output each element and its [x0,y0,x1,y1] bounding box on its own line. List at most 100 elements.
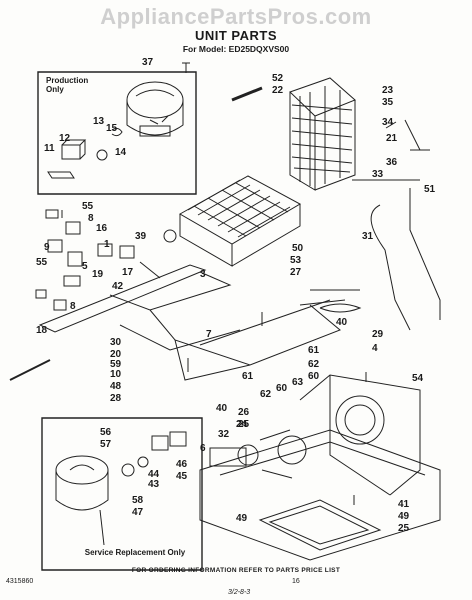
callout-23: 23 [382,85,394,96]
fan-shroud [300,375,420,495]
callout-29: 29 [372,329,384,340]
callout-49b: 49 [398,511,410,522]
callout-60: 60 [308,371,320,382]
callout-10: 10 [110,369,122,380]
condenser-tube [232,88,262,100]
callout-25b: 25 [398,523,410,534]
page-number: 16 [292,578,300,585]
callout-53: 53 [290,255,302,266]
callout-41: 41 [398,499,410,510]
callout-3: 3 [200,269,206,280]
callout-34: 34 [382,117,394,128]
callout-19: 19 [92,269,104,280]
callout-28: 28 [110,393,122,404]
callout-51: 51 [424,184,436,195]
callout-60b: 60 [276,383,288,394]
callout-15: 15 [106,123,118,134]
callout-16: 16 [96,223,108,234]
callout-42: 42 [112,281,124,292]
compressor-service [56,456,108,545]
callout-8: 8 [70,301,76,312]
callout-6: 6 [200,443,206,454]
callout-48: 48 [110,381,122,392]
callout-11: 11 [44,143,55,154]
callout-62b: 62 [260,389,272,400]
callout-8: 8 [88,213,94,224]
callout-56: 56 [100,427,112,438]
callout-17: 17 [122,267,134,278]
service-replacement-label: Service Replacement Only [84,548,186,557]
callout-1: 1 [104,239,110,250]
drain-pan [260,500,380,550]
compressor-production [127,82,183,136]
callout-55: 55 [36,257,48,268]
relay-overload-service [122,432,186,476]
callout-27: 27 [290,267,302,278]
production-only-box [38,72,196,194]
callout-24: 24 [236,419,248,430]
production-only-label: Production Only [46,76,89,95]
callout-30: 30 [110,337,122,348]
callout-36: 36 [386,157,398,168]
callout-22: 22 [272,85,284,96]
ordering-info-note: FOR ORDERING INFORMATION REFER TO PARTS … [131,567,341,574]
callout-39: 39 [135,231,147,242]
callout-59: 59 [110,359,122,370]
tube-fittings [386,120,430,150]
model-number: For Model: ED25DQXVS00 [182,44,290,54]
callout-54: 54 [412,373,424,384]
callout-40b: 40 [216,403,228,414]
page-title: UNIT PARTS [194,28,278,43]
callout-33: 33 [372,169,384,180]
callout-13: 13 [93,116,105,127]
electrical-parts-left [36,210,160,310]
callout-7: 7 [206,329,212,340]
evaporator-coil [180,176,300,266]
document-number: 4315860 [6,578,34,585]
callout-43: 43 [148,479,160,490]
callout-32: 32 [218,429,230,440]
callout-5: 5 [82,261,88,272]
callout-20: 20 [110,349,122,360]
callout-46: 46 [176,459,188,470]
callout-25: 25 [238,419,250,430]
callout-55: 55 [82,201,94,212]
callout-61b: 61 [242,371,254,382]
suction-line [410,188,440,320]
tube-27 [300,290,360,305]
callout-44: 44 [148,469,160,480]
callout-63: 63 [292,377,304,388]
relay-overload-production [48,128,122,178]
callout-37: 37 [142,57,154,68]
grommet-39 [164,230,176,242]
callout-26: 26 [238,407,250,418]
callout-12: 12 [59,133,71,144]
date-code: 3/2-8-3 [228,589,251,596]
callout-57: 57 [100,439,112,450]
callout-62: 62 [308,359,320,370]
base-frame [40,265,340,380]
callout-4: 4 [372,343,378,354]
callout-47: 47 [132,507,144,518]
callout-31: 31 [362,231,374,242]
callout-58: 58 [132,495,144,506]
accumulator [320,304,360,312]
watermark: AppliancePartsPros.com [100,4,372,29]
screws [10,63,366,505]
service-replacement-box [42,418,202,570]
callout-14: 14 [115,147,127,158]
base-pan [200,430,440,560]
callout-52: 52 [272,73,284,84]
callout-35: 35 [382,97,394,108]
callout-61: 61 [308,345,320,356]
callout-45: 45 [176,471,188,482]
callout-49: 49 [236,513,248,524]
fan-motor [210,430,306,478]
tube-31 [371,205,410,330]
callout-40: 40 [336,317,348,328]
callout-50: 50 [292,243,304,254]
callout-21: 21 [386,133,398,144]
callout-9: 9 [44,242,50,253]
